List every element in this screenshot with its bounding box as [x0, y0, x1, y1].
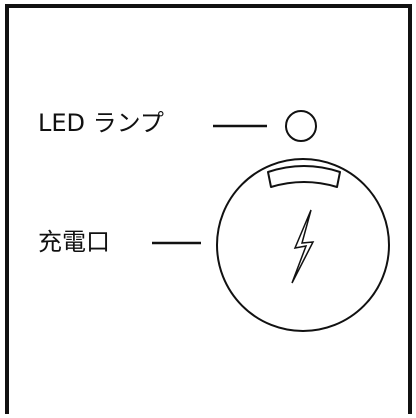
port-cover-notch [267, 165, 341, 188]
led-lamp-label: LED ランプ [38, 109, 164, 137]
device-panel-outline [5, 4, 412, 414]
lightning-bolt-icon [291, 209, 315, 284]
led-lamp-indicator [285, 110, 317, 142]
charging-port-label: 充電口 [38, 228, 110, 256]
charging-port-cover [216, 158, 390, 332]
